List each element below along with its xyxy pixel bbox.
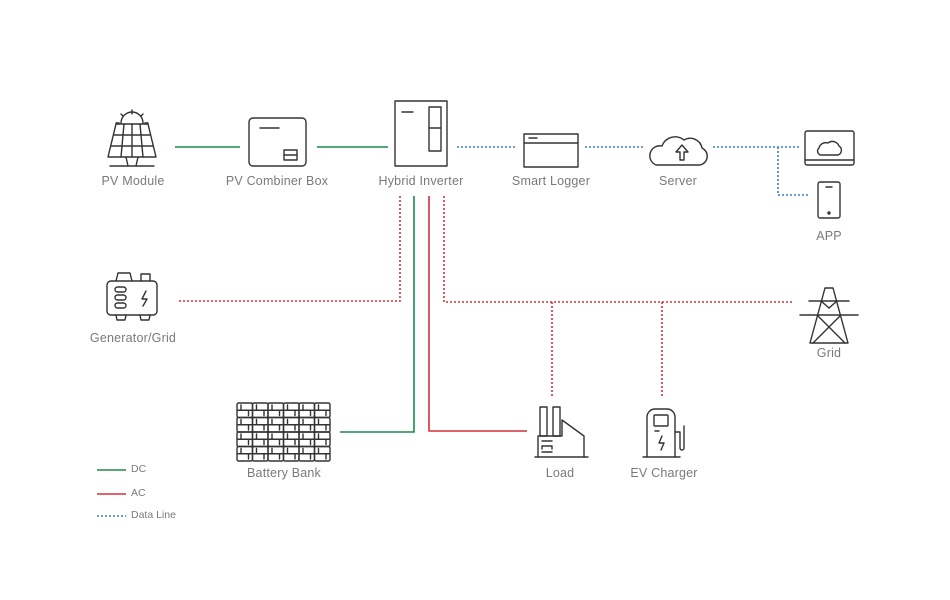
label-server: Server xyxy=(658,174,698,188)
factory-load-icon[interactable] xyxy=(534,406,589,458)
cloud-upload-icon[interactable] xyxy=(649,136,708,166)
label-grid: Grid xyxy=(816,346,842,360)
data-line-server-to-app xyxy=(777,147,810,196)
monitor-cloud-icon[interactable] xyxy=(804,130,855,166)
legend-label-data-line: Data Line xyxy=(131,509,176,521)
label-battery-bank: Battery Bank xyxy=(247,466,321,480)
inverter-icon[interactable] xyxy=(394,100,448,167)
generator-icon[interactable] xyxy=(106,272,158,321)
combiner-box-icon[interactable] xyxy=(248,117,307,167)
smartphone-icon[interactable] xyxy=(817,181,841,219)
power-tower-icon[interactable] xyxy=(799,287,859,344)
ac-line-inverter-to-grid xyxy=(443,196,792,303)
ac-line-inverter-to-load xyxy=(428,196,527,432)
label-hybrid-inverter: Hybrid Inverter xyxy=(378,174,464,188)
label-pv-module: PV Module xyxy=(101,174,165,188)
ac-line-inverter-to-generator xyxy=(178,196,401,302)
label-generator-grid: Generator/Grid xyxy=(89,331,177,345)
battery-cell xyxy=(313,445,331,462)
label-pv-combiner-box: PV Combiner Box xyxy=(225,174,329,188)
solar-panel-icon[interactable] xyxy=(107,109,157,167)
connections xyxy=(175,146,810,433)
legend-label-ac: AC xyxy=(131,487,146,499)
smart-logger-icon[interactable] xyxy=(523,133,579,168)
legend-label-dc: DC xyxy=(131,463,147,475)
label-app: APP xyxy=(816,229,842,243)
dc-line-inverter-to-battery xyxy=(340,196,415,433)
ev-charger-icon[interactable] xyxy=(642,408,685,458)
legend xyxy=(97,469,126,517)
battery-bank-icon[interactable] xyxy=(236,402,331,462)
label-smart-logger: Smart Logger xyxy=(511,174,591,188)
label-ev-charger: EV Charger xyxy=(630,466,698,480)
label-load: Load xyxy=(545,466,575,480)
